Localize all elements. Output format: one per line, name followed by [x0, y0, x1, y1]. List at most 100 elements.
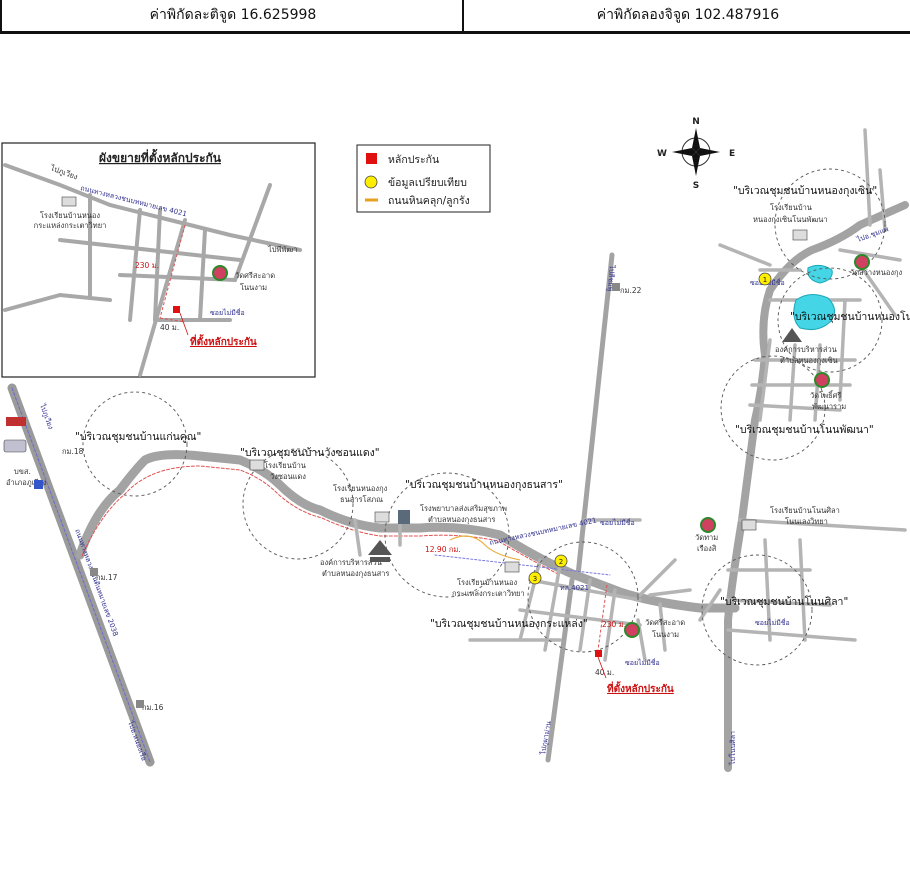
- school-nongkung2: ธนสารโสภณ: [340, 495, 383, 504]
- soi-4: ซอยไม่มีชื่อ: [755, 618, 790, 627]
- inset-to-phon: ไปพีพัฒา: [267, 245, 297, 254]
- temple-sri: วัดศรีสะอาด: [645, 618, 685, 627]
- community-circles: [82, 168, 886, 666]
- map-icons: 1 2 3: [3, 229, 870, 708]
- temple-sawang-icon: [854, 254, 870, 270]
- school-soen: โรงเรียนบ้าน: [770, 203, 812, 212]
- laterite-road: [449, 535, 521, 561]
- dist-40: 40 ม.: [595, 668, 614, 677]
- school-krahang2: กระแหล่งกระเตาวิทยา: [452, 589, 525, 598]
- hospital-icon: [398, 510, 410, 524]
- school-wang: โรงเรียนบ้าน: [264, 461, 306, 470]
- latitude-text: ค่าพิกัดละติจูด 16.625998: [0, 0, 464, 31]
- temple-sawang: วัดสว่างหนองกุง: [850, 268, 903, 277]
- area-nongkungsoen: "บริเวณชุมชนบ้านหนองกุงเซิน": [733, 185, 877, 197]
- temple-tham-icon: [700, 517, 716, 533]
- info-icon: [34, 480, 43, 489]
- area-nongno: "บริเวณชุมชนบ้านหนองโน": [790, 310, 910, 323]
- km22-marker-icon: [612, 283, 620, 291]
- area-wangsondaeng: "บริเวณชุมชนบ้านวังซอนแดง": [240, 447, 380, 459]
- km16-label: กม.16: [142, 703, 164, 712]
- area-nonphatthana: "บริเวณชุมชนบ้านโนนพัฒนา": [735, 423, 874, 436]
- temple-tham2: เรืองสิ: [697, 544, 717, 553]
- legend-collateral: หลักประกัน: [388, 154, 439, 166]
- legend-comparison-swatch: [364, 175, 378, 189]
- inset-site-label: ที่ตั้งหลักประกัน: [190, 334, 257, 348]
- location-map[interactable]: ผังขยายที่ตั้งหลักประกัน ไปภูเวียง ไปพีพ…: [0, 34, 910, 869]
- school-wang-icon: [249, 459, 265, 471]
- comparison-marker-3-label: 3: [533, 575, 537, 583]
- school-wang2: วังซอนแดง: [270, 472, 306, 481]
- inset-map: ผังขยายที่ตั้งหลักประกัน ไปภูเวียง ไปพีพ…: [1, 142, 316, 378]
- temple-phat2: พัฒนาราม: [812, 402, 846, 411]
- legend-comparison: ข้อมูลเปรียบเทียบ: [388, 176, 467, 189]
- comparison-marker-3[interactable]: [528, 571, 542, 585]
- compass-n: N: [692, 117, 700, 127]
- hospital-label: โรงพยาบาลส่งเสริมสุขภาพ: [420, 504, 507, 513]
- school-krahang-icon: [504, 561, 520, 573]
- inset-temple2: โนนงาม: [240, 283, 267, 292]
- inset-dist2: 40 ม.: [160, 323, 179, 332]
- inset-school-icon: [61, 196, 77, 207]
- inset-school2: กระแหล่งกระเตาวิทยา: [34, 221, 107, 230]
- km17-label: กม.17: [96, 573, 118, 582]
- temple-tham: วัดทาม: [695, 533, 718, 542]
- school-sila2: โนนเลงวิทยา: [785, 517, 828, 526]
- area-nonsila: "บริเวณชุมชนบ้านโนนศิลา": [720, 595, 848, 608]
- inset-title: ผังขยายที่ตั้งหลักประกัน: [99, 148, 222, 165]
- legend: หลักประกัน ข้อมูลเปรียบเทียบ ถนนหินคลุก/…: [356, 144, 491, 213]
- km17-marker-icon: [90, 568, 98, 576]
- compass-s: S: [693, 181, 699, 191]
- comparison-marker-1[interactable]: [758, 272, 772, 286]
- to-nonsila: ไปโนนศิลา: [728, 731, 737, 766]
- km16-marker-icon: [136, 700, 144, 708]
- comparison-marker-2-label: 2: [559, 558, 563, 566]
- dist-230: 230 ม.: [602, 620, 626, 629]
- bus-label: บขส.: [14, 467, 31, 476]
- obt-label2: ตำบลหนองกุงธนสาร: [322, 569, 389, 578]
- inset-temple: วัดศรีสะอาด: [235, 271, 275, 280]
- compass-w: W: [657, 149, 667, 159]
- coordinate-header: ค่าพิกัดละติจูด 16.625998 ค่าพิกัดลองจิจ…: [0, 0, 910, 34]
- dist-main: 12.90 กม.: [425, 545, 461, 554]
- hospital-label2: ตำบลหนองกุงธนสาร: [428, 515, 495, 524]
- school-soen2: หนองกุงเซินโนนพัฒนา: [753, 215, 828, 224]
- longitude-text: ค่าพิกัดลองจิจูด 102.487916: [462, 0, 910, 31]
- site-label: ที่ตั้งหลักประกัน: [607, 681, 674, 695]
- legend-laterite: ถนนหินคลุก/ลูกรัง: [388, 195, 470, 207]
- school-sila-icon: [741, 519, 757, 531]
- obt-label: องค์การบริหารส่วน: [320, 558, 382, 567]
- obt-soen-icon: [782, 328, 802, 342]
- soi-2: ซอยไม่มีชื่อ: [600, 518, 635, 527]
- area-kaenkhun: "บริเวณชุมชนบ้านแก่นคูณ": [75, 431, 201, 443]
- inset-site-marker: [173, 306, 180, 313]
- compass-rose-icon: N S E W: [657, 117, 735, 191]
- compass-e: E: [729, 149, 735, 159]
- temple-phat-icon: [814, 372, 830, 388]
- school-sila: โรงเรียนบ้านโนนศิลา: [770, 506, 840, 515]
- school-nongkung: โรงเรียนหนองกุง: [333, 484, 388, 493]
- site-marker[interactable]: [595, 650, 602, 657]
- obt-icon: [368, 540, 392, 562]
- area-nongkungthanasan: "บริเวณชุมชนบ้านหนองกุงธนสาร": [405, 479, 563, 491]
- temple-sri2: โนนงาม: [652, 630, 679, 639]
- km18-label: กม.18: [62, 447, 84, 456]
- comparison-marker-2[interactable]: [554, 554, 568, 568]
- comparison-marker-1-label: 1: [763, 276, 767, 284]
- inset-school: โรงเรียนบ้านหนอง: [40, 211, 101, 220]
- km22-label: กม.22: [620, 286, 642, 295]
- school-nongkung-icon: [374, 511, 390, 523]
- soi-3: ซอยไม่มีชื่อ: [625, 658, 660, 667]
- to-phuwiang: ไปภูเวียง: [38, 402, 56, 431]
- obt-soen: องค์การบริหารส่วน: [775, 345, 837, 354]
- obt-soen2: ตำบลหนองกุงเซิน: [780, 356, 838, 365]
- temple-sri-icon: [624, 622, 640, 638]
- honda-icon: [6, 417, 26, 426]
- inset-soi: ซอยไม่มีชื่อ: [210, 308, 245, 317]
- hw-4021: ทล.4021: [560, 584, 589, 592]
- bus-label2: อำเภอภูเวียง: [6, 478, 47, 487]
- temple-phat: วัดโพธิ์ศรี: [810, 390, 841, 400]
- local-streets: [353, 128, 907, 662]
- school-krahang: โรงเรียนบ้านหนอง: [457, 578, 518, 587]
- bus-icon: [3, 439, 27, 453]
